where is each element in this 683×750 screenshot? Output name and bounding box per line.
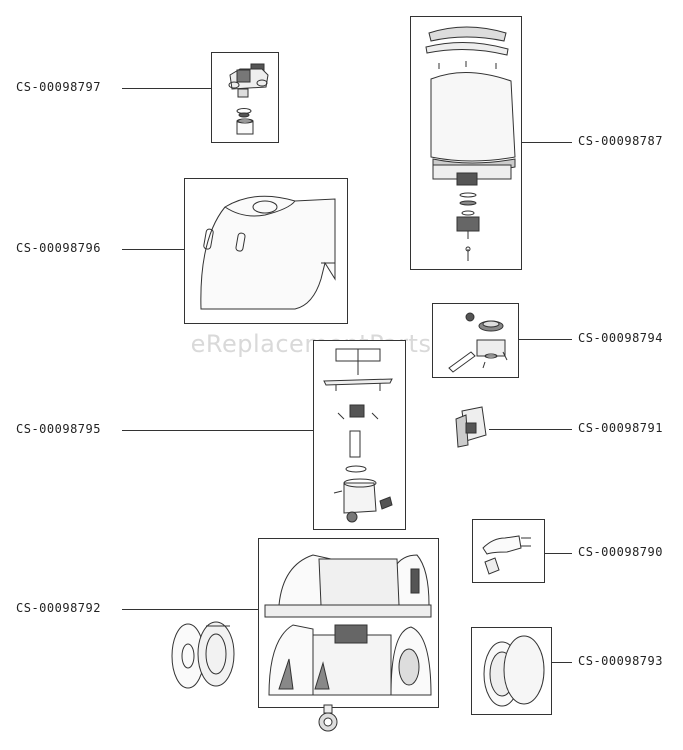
filter-grille-drawing	[166, 620, 242, 690]
bracket-drawing	[455, 406, 487, 448]
part-label-98795[interactable]: CS-00098795	[16, 422, 101, 436]
part-box-98790[interactable]	[472, 519, 545, 583]
part-box-98792[interactable]	[258, 538, 439, 708]
leader-line-98795	[122, 430, 313, 431]
part-label-98796[interactable]: CS-00098796	[16, 241, 101, 255]
housing-cover-drawing	[200, 195, 336, 310]
part-box-98791[interactable]	[452, 405, 489, 449]
leader-line-98793	[550, 662, 572, 663]
part-label-98794[interactable]: CS-00098794	[578, 331, 663, 345]
part-box-98794[interactable]	[432, 303, 519, 378]
heating-assembly-drawing	[323, 348, 393, 523]
leader-line-98787	[520, 142, 572, 143]
caster-wheel-drawing	[315, 704, 341, 732]
leader-line-98794	[517, 339, 572, 340]
part-label-98797[interactable]: CS-00098797	[16, 80, 101, 94]
part-box-98795[interactable]	[313, 340, 406, 530]
part-label-98790[interactable]: CS-00098790	[578, 545, 663, 559]
part-box-98793[interactable]	[471, 627, 552, 715]
base-unit-drawing	[264, 554, 432, 696]
leader-line-98790	[543, 553, 572, 554]
water-tank-drawing	[425, 26, 516, 261]
part-label-98791[interactable]: CS-00098791	[578, 421, 663, 435]
part-box-98797[interactable]	[211, 52, 279, 143]
power-plug-drawing	[482, 535, 531, 575]
leader-line-98791	[489, 429, 572, 430]
valve-cap-drawing	[228, 63, 269, 135]
leader-line-98792	[122, 609, 258, 610]
leader-line-98797	[122, 88, 212, 89]
part-label-98787[interactable]: CS-00098787	[578, 134, 663, 148]
pump-fitting-drawing	[448, 312, 508, 373]
part-box-98796[interactable]	[184, 178, 348, 324]
filter-disc-drawing	[483, 635, 545, 707]
part-label-98792[interactable]: CS-00098792	[16, 601, 101, 615]
leader-line-98796	[122, 249, 184, 250]
part-label-98793[interactable]: CS-00098793	[578, 654, 663, 668]
part-box-98787[interactable]	[410, 16, 522, 270]
